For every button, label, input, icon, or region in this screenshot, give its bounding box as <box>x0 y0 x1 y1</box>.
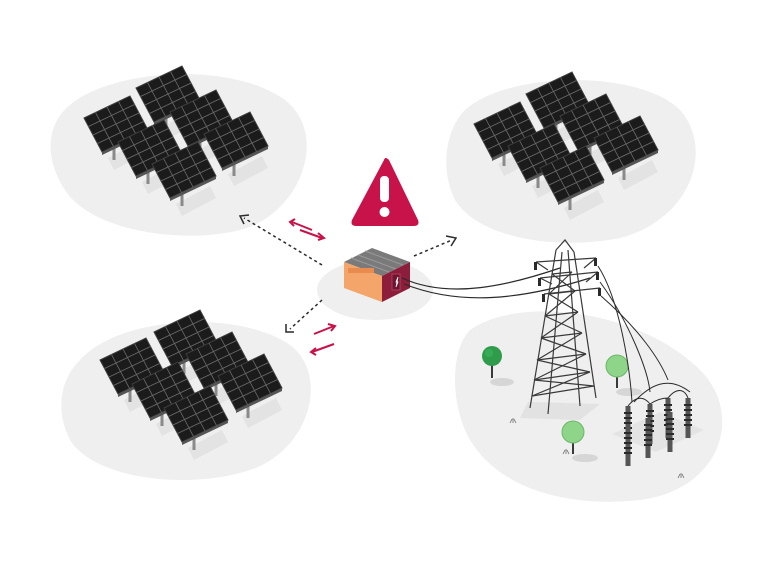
power-cables <box>401 267 591 299</box>
data-link-arrows <box>243 217 453 330</box>
substation-cables <box>597 265 691 403</box>
transmission-tower <box>520 239 601 420</box>
warning-triangle-icon <box>351 158 419 226</box>
bidirectional-arrows-icon <box>309 323 337 356</box>
arrowheads <box>238 214 458 333</box>
tower-insulators <box>534 258 601 302</box>
inverter-station <box>344 248 410 302</box>
bidirectional-arrows-icon <box>288 218 327 241</box>
grass-tufts <box>509 418 685 479</box>
substation <box>612 390 704 466</box>
